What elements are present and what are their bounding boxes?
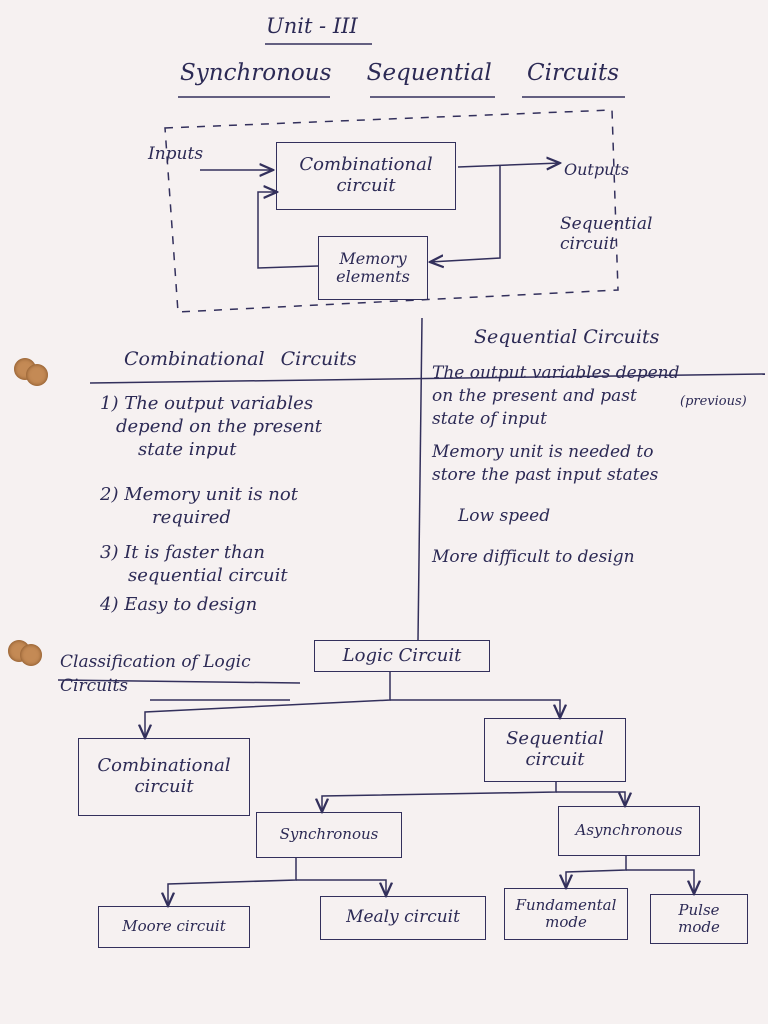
combinational-list: 1) The output variables depend on the pr… (100, 392, 322, 616)
list-item: Memory unit is needed to store the past … (432, 441, 680, 487)
list-item: 3) It is faster than sequential circuit (100, 541, 322, 587)
list-line: Low speed (458, 506, 551, 526)
sequential-circuit-label: Sequential circuit (560, 214, 653, 254)
sequential-circuit-node: Sequential circuit (484, 718, 626, 782)
list-line: The output variables depend (432, 363, 680, 383)
list-item: 4) Easy to design (100, 593, 322, 616)
punch-hole-bottom-2 (20, 644, 42, 666)
punch-hole-top-2 (26, 364, 48, 386)
list-line: 2) Memory unit is not (100, 484, 298, 505)
logic-circuit-box: Logic Circuit (314, 640, 490, 672)
list-line: More difficult to design (432, 547, 635, 567)
list-item: The output variables depend on the prese… (432, 362, 680, 431)
sequential-heading: Sequential Circuits (474, 326, 660, 348)
synchronous-node: Synchronous (256, 812, 402, 858)
combinational-circuit-node: Combinational circuit (78, 738, 250, 816)
combinational-circuit-box: Combinational circuit (276, 142, 456, 210)
list-line: Memory unit is needed to (432, 442, 654, 462)
outputs-label: Outputs (564, 160, 630, 179)
list-line: state input (138, 439, 237, 460)
sequential-list: The output variables depend on the prese… (432, 362, 680, 569)
fundamental-mode-node: Fundamental mode (504, 888, 628, 940)
unit-title: Unit - III (266, 14, 358, 38)
list-line: depend on the present (116, 416, 323, 437)
previous-note: (previous) (680, 394, 747, 409)
list-item: 1) The output variables depend on the pr… (100, 392, 322, 461)
list-line: 3) It is faster than (100, 542, 265, 563)
page-title: Synchronous Sequential Circuits (180, 60, 620, 86)
list-line: state of input (432, 409, 547, 429)
list-line: on the present and past (432, 386, 637, 406)
list-line: required (152, 507, 231, 528)
list-line: 4) Easy to design (100, 594, 258, 615)
list-line: store the past input states (432, 465, 659, 485)
asynchronous-node: Asynchronous (558, 806, 700, 856)
list-line: 1) The output variables (100, 393, 314, 414)
list-item: 2) Memory unit is not required (100, 483, 322, 529)
list-item: More difficult to design (432, 546, 680, 569)
list-line: sequential circuit (128, 565, 288, 586)
mealy-circuit-node: Mealy circuit (320, 896, 486, 940)
memory-elements-box: Memory elements (318, 236, 428, 300)
combinational-heading: Combinational Circuits (124, 348, 357, 370)
moore-circuit-node: Moore circuit (98, 906, 250, 948)
classification-heading: Classification of Logic Circuits (60, 652, 251, 696)
pulse-mode-node: Pulse mode (650, 894, 748, 944)
inputs-label: Inputs (148, 144, 204, 164)
list-item: Low speed (432, 505, 680, 528)
